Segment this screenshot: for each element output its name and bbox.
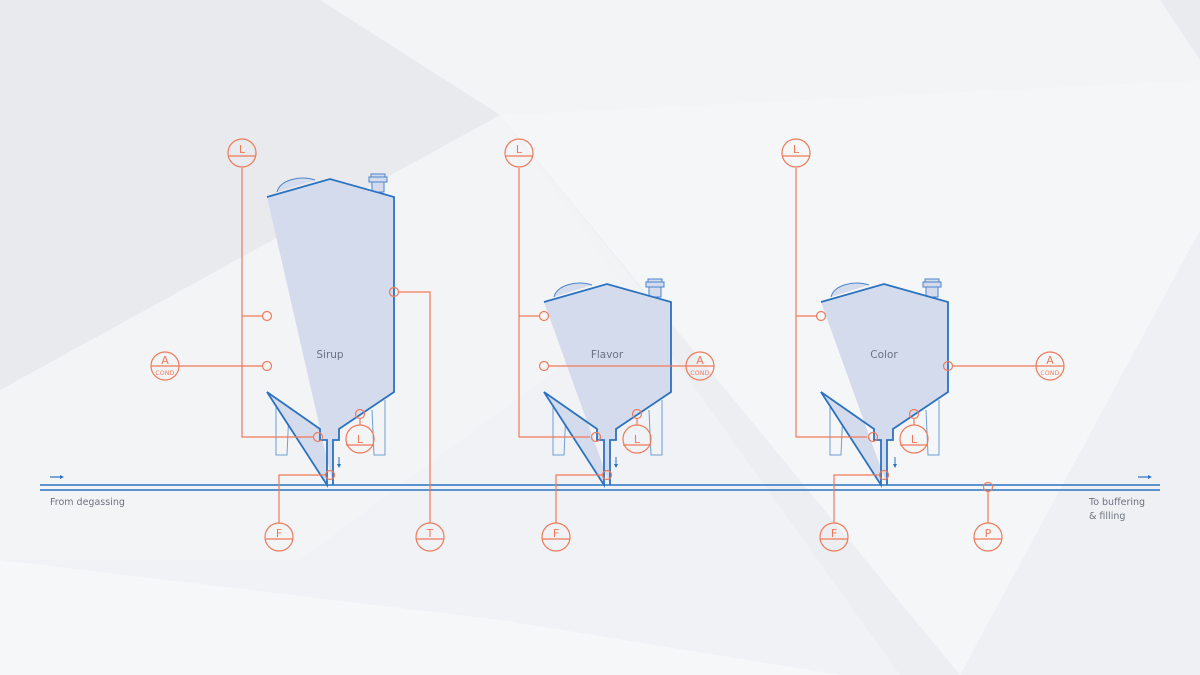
sirup-instrument-lines [178, 168, 431, 523]
flow-meter-icon[interactable]: F [541, 522, 571, 552]
outlet-label-line2: & filling [1089, 511, 1125, 522]
svg-text:P: P [985, 527, 992, 540]
flow-down-arrow-icon [337, 457, 341, 468]
conductivity-analyzer-icon[interactable]: A COND [1035, 351, 1065, 381]
vent-icon [645, 278, 665, 298]
svg-text:A: A [1046, 354, 1054, 367]
level-indicator-icon[interactable]: L [622, 424, 652, 454]
color-instrument-lines [795, 168, 1036, 523]
tank-flavor: Flavor [543, 278, 672, 489]
svg-text:L: L [634, 433, 641, 446]
flow-down-arrow-icon [614, 457, 618, 468]
sirup-taps [261, 286, 400, 481]
conductivity-analyzer-icon[interactable]: A COND [685, 351, 715, 381]
tank-label-sirup: Sirup [316, 349, 344, 361]
inlet-arrow-icon [50, 475, 64, 479]
level-indicator-icon[interactable]: L [227, 138, 257, 168]
level-indicator-icon[interactable]: L [345, 424, 375, 454]
level-indicator-icon[interactable]: L [899, 424, 929, 454]
level-indicator-icon[interactable]: L [781, 138, 811, 168]
main-pipe [40, 484, 1160, 491]
conductivity-analyzer-icon[interactable]: A COND [150, 351, 180, 381]
outlet-label-line1: To buffering [1088, 497, 1145, 508]
svg-text:F: F [276, 527, 282, 540]
color-taps [815, 310, 994, 493]
svg-text:A: A [161, 354, 169, 367]
tank-color: Color [820, 278, 949, 489]
flow-meter-icon[interactable]: F [819, 522, 849, 552]
vent-icon [922, 278, 942, 298]
pressure-sensor-icon[interactable]: P [973, 522, 1003, 552]
flavor-instrument-lines [518, 168, 686, 523]
tank-label-color: Color [870, 349, 898, 361]
svg-text:L: L [911, 433, 918, 446]
inlet-label: From degassing [50, 497, 125, 508]
svg-text:T: T [426, 527, 434, 540]
svg-text:A: A [696, 354, 704, 367]
svg-text:F: F [831, 527, 837, 540]
svg-text:L: L [239, 143, 246, 156]
vent-icon [368, 173, 388, 193]
svg-text:L: L [793, 143, 800, 156]
outlet-arrow-icon [1138, 475, 1152, 479]
flavor-taps [538, 310, 643, 481]
flow-meter-icon[interactable]: F [264, 522, 294, 552]
svg-text:COND: COND [155, 370, 174, 377]
svg-text:L: L [357, 433, 364, 446]
temperature-sensor-icon[interactable]: T [415, 522, 445, 552]
level-indicator-icon[interactable]: L [504, 138, 534, 168]
tank-label-flavor: Flavor [591, 349, 624, 361]
svg-text:L: L [516, 143, 523, 156]
svg-text:COND: COND [1040, 370, 1059, 377]
svg-text:COND: COND [690, 370, 709, 377]
svg-text:F: F [553, 527, 559, 540]
tank-sirup: Sirup [266, 173, 395, 489]
flow-down-arrow-icon [893, 457, 897, 468]
